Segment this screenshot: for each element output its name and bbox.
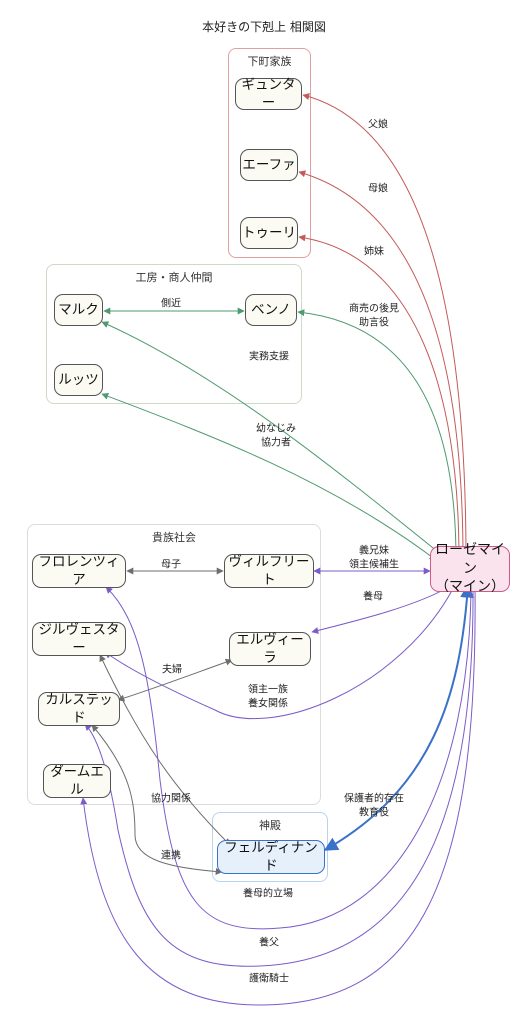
edge-label-business-advisor: 商売の後見 助言役 bbox=[349, 303, 399, 329]
edge-label-spouses: 夫婦 bbox=[162, 664, 182, 676]
edge-label-adoptive-father: 養父 bbox=[259, 937, 279, 949]
node-benno[interactable]: ベンノ bbox=[245, 294, 297, 326]
edge-label-cooperation: 協力関係 bbox=[151, 793, 191, 805]
edge-label-father-daughter: 父娘 bbox=[368, 119, 388, 131]
edge-label-adoptive-siblings: 義兄妹 領主候補生 bbox=[349, 545, 399, 571]
node-lutz[interactable]: ルッツ bbox=[54, 364, 103, 396]
edge-label-practical-support: 実務支援 bbox=[249, 351, 289, 363]
node-ferdinand[interactable]: フェルディナンド bbox=[217, 840, 325, 874]
node-florencia[interactable]: フロレンツィア bbox=[32, 554, 126, 588]
node-karstedt[interactable]: カルステッド bbox=[38, 692, 120, 726]
cluster-workshop-label: 工房・商人仲間 bbox=[135, 271, 213, 284]
edge-rozemyne-tuuli bbox=[298, 234, 463, 561]
node-damuel[interactable]: ダームエル bbox=[43, 764, 111, 798]
edge-rozemyne-effa bbox=[298, 170, 467, 561]
node-gunther[interactable]: ギュンター bbox=[235, 77, 302, 111]
edge-label-lord-family: 領主一族 養女関係 bbox=[248, 684, 288, 710]
edge-rozemyne-benno bbox=[297, 309, 460, 561]
edge-rozemyne-damuel bbox=[80, 584, 479, 1006]
edge-label-sisters: 姉妹 bbox=[364, 246, 384, 258]
node-sylvester[interactable]: ジルヴェスター bbox=[32, 622, 126, 656]
edge-label-adoptive-mother: 養母 bbox=[363, 591, 383, 603]
edge-rozemyne-lutz bbox=[101, 392, 437, 561]
diagram-title: 本好きの下剋上 相関図 bbox=[202, 20, 326, 34]
edge-label-coordination: 連携 bbox=[161, 850, 181, 862]
cluster-family-label: 下町家族 bbox=[247, 55, 292, 68]
edge-label-aide: 側近 bbox=[161, 298, 181, 310]
node-wilfried[interactable]: ヴィルフリート bbox=[224, 554, 314, 588]
edge-label-adoptive-mother-role: 養母的立場 bbox=[243, 888, 293, 900]
edge-label-guard-knight: 護衛騎士 bbox=[249, 973, 289, 985]
node-mark[interactable]: マルク bbox=[54, 294, 103, 326]
edge-label-mother-child: 母子 bbox=[161, 559, 181, 571]
edge-label-childhood-friend: 幼なじみ 協力者 bbox=[256, 423, 296, 449]
node-effa[interactable]: エーファ bbox=[240, 149, 298, 181]
edge-label-mother-daughter: 母娘 bbox=[368, 183, 388, 195]
edge-label-guardian-tutor: 保護者的存在 教育役 bbox=[344, 793, 404, 819]
node-tuuli[interactable]: トゥーリ bbox=[240, 217, 298, 249]
node-elvira[interactable]: エルヴィーラ bbox=[229, 632, 311, 666]
cluster-temple-label: 神殿 bbox=[259, 819, 281, 832]
node-rozemyne[interactable]: ローゼマイン （マイン） bbox=[430, 542, 510, 595]
